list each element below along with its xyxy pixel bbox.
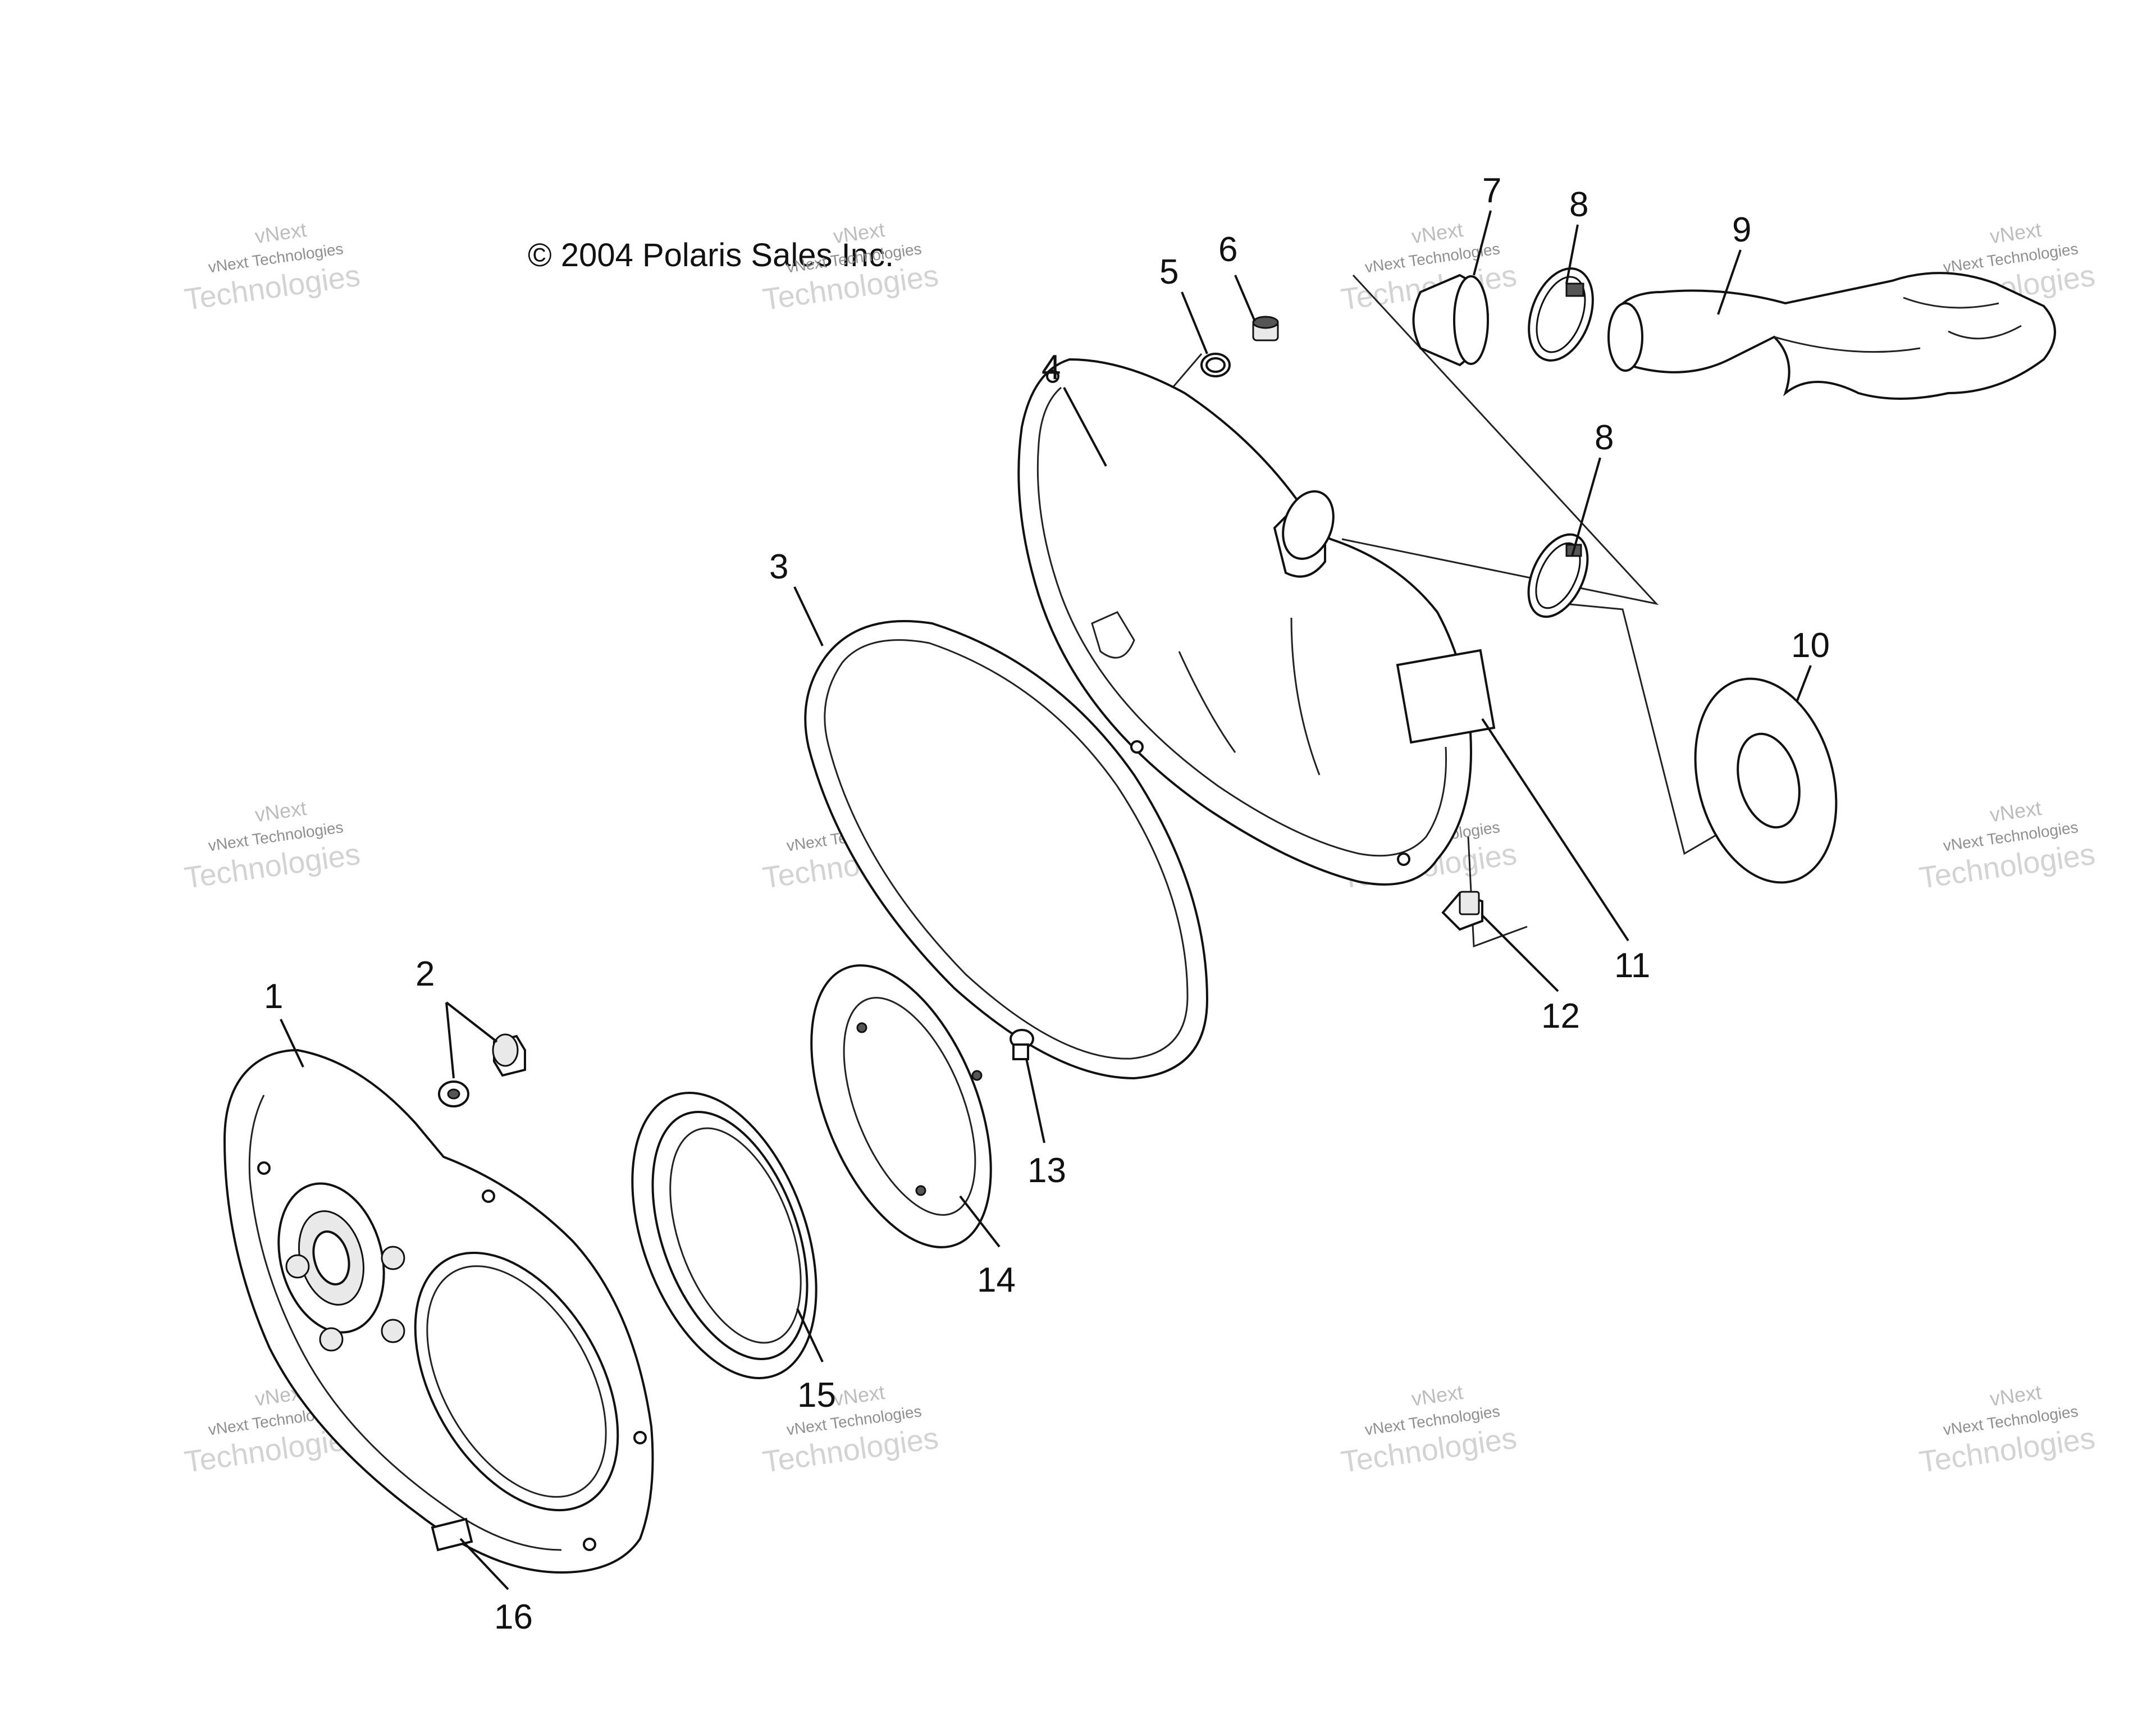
copyright-text: © 2004 Polaris Sales Inc. xyxy=(528,237,894,273)
leader-15 xyxy=(796,1308,824,1362)
label-decal xyxy=(1396,649,1496,744)
watermark: vNext vNext Technologies Technologies xyxy=(182,218,363,317)
retainer-plate xyxy=(810,964,992,1248)
callout-8-lower: 8 xyxy=(1595,418,1614,457)
callout-13: 13 xyxy=(1027,1151,1066,1190)
screw-bracket-line xyxy=(1467,836,1528,948)
drive-belt xyxy=(804,620,1209,1080)
intake-duct xyxy=(1607,272,2056,400)
leader-4 xyxy=(1063,387,1107,467)
outer-clutch-cover xyxy=(223,1048,654,1574)
watermark: vNext vNext Technologies Technologies xyxy=(1917,1380,2098,1479)
watermark: vNext vNext Technologies Technologies xyxy=(761,1380,941,1479)
leader-8b xyxy=(1571,457,1601,557)
callouts: 1 2 3 4 5 6 7 8 8 9 10 11 12 13 14 15 16 xyxy=(264,171,1830,1636)
watermark: vNext vNext Technologies Technologies xyxy=(1339,1380,1519,1479)
svg-text:vNext: vNext xyxy=(832,1380,886,1410)
callout-7: 7 xyxy=(1482,171,1501,210)
leader-11 xyxy=(1481,718,1629,942)
leader-12 xyxy=(1481,914,1559,992)
leader-10 xyxy=(1796,665,1812,703)
callout-8-upper: 8 xyxy=(1569,185,1588,224)
callout-15: 15 xyxy=(797,1376,836,1415)
callout-11: 11 xyxy=(1614,946,1650,985)
svg-text:vNext: vNext xyxy=(253,796,308,826)
callout-10: 10 xyxy=(1791,626,1830,665)
svg-text:vNext: vNext xyxy=(1410,1380,1464,1410)
hose-clamp-upper xyxy=(1528,267,1594,362)
plate-screw xyxy=(1010,1029,1034,1060)
leader-2a xyxy=(445,1002,455,1079)
warning-label xyxy=(431,1517,473,1552)
callout-1: 1 xyxy=(264,977,283,1016)
leader-9 xyxy=(1717,249,1742,315)
hose-clamp-lower xyxy=(1527,533,1589,618)
thrust-washer xyxy=(1694,677,1838,884)
svg-text:vNext: vNext xyxy=(1988,218,2043,248)
leader-14 xyxy=(959,1195,1001,1248)
callout-2: 2 xyxy=(415,955,435,993)
watermark: vNext vNext Technologies Technologies xyxy=(761,218,941,317)
leader-1 xyxy=(280,1019,304,1068)
intake-boot xyxy=(1412,273,1490,367)
callout-16: 16 xyxy=(494,1598,533,1636)
callout-9: 9 xyxy=(1732,211,1751,249)
cover-screw xyxy=(1441,891,1483,931)
watermark: vNext vNext Technologies Technologies xyxy=(1917,796,2098,895)
leader-8a xyxy=(1565,224,1579,284)
callout-5: 5 xyxy=(1159,253,1179,291)
leader-6 xyxy=(1234,275,1256,322)
callout-4: 4 xyxy=(1042,348,1061,387)
leader-13 xyxy=(1025,1058,1045,1143)
intake-bracket-line xyxy=(1341,274,1659,605)
leader-lines xyxy=(280,210,1812,1590)
svg-text:vNext: vNext xyxy=(253,218,308,248)
leader-7 xyxy=(1473,210,1492,276)
inner-clutch-cover xyxy=(1017,358,1496,886)
svg-text:vNext: vNext xyxy=(1988,796,2043,826)
callout-6: 6 xyxy=(1218,230,1237,269)
svg-text:vNext: vNext xyxy=(1410,218,1464,248)
leader-16 xyxy=(459,1538,509,1590)
leader-2b xyxy=(445,1001,498,1043)
o-ring xyxy=(1200,353,1231,377)
callout-14: 14 xyxy=(977,1261,1016,1300)
watermark: vNext vNext Technologies Technologies xyxy=(182,796,363,895)
callout-12: 12 xyxy=(1541,997,1580,1036)
callout-3: 3 xyxy=(769,548,788,586)
svg-text:vNext: vNext xyxy=(1988,1380,2043,1410)
cover-seal xyxy=(631,1092,817,1379)
bolt-and-washer xyxy=(438,1033,526,1107)
leader-3 xyxy=(793,586,824,646)
drain-plug xyxy=(1252,316,1279,341)
leader-5 xyxy=(1181,291,1208,354)
